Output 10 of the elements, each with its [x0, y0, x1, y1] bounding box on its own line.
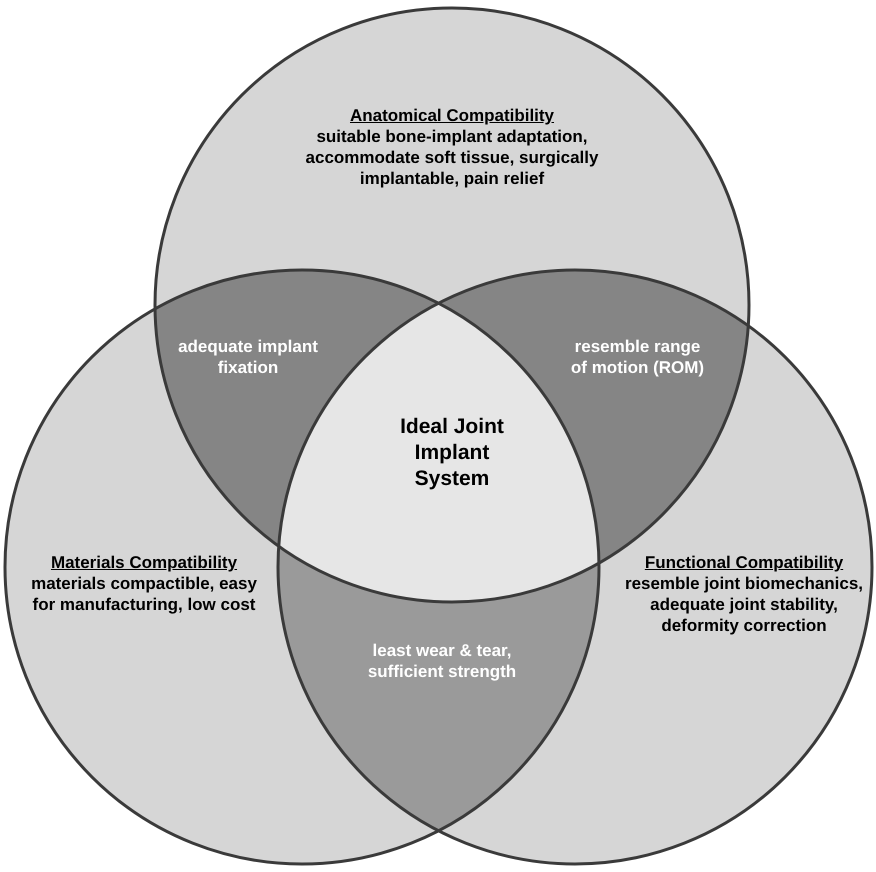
region-label: adequate implant fixation: [178, 336, 318, 378]
region-description: suitable bone-implant adaptation, accommodate soft tissue, surgically implantable, pain relief: [304, 126, 600, 189]
region-heading: Anatomical Compatibility: [348, 105, 556, 126]
region-description: materials compactible, easy for manufacturing, low cost: [30, 573, 258, 615]
region-label: least wear & tear, sufficient strength: [366, 640, 518, 682]
region-label: Ideal Joint Implant System: [399, 414, 505, 492]
region-description: resemble joint biomechanics, adequate joint stability, deformity correction: [624, 573, 864, 636]
region-label: resemble range of motion (ROM): [570, 336, 705, 378]
region-heading: Functional Compatibility: [644, 552, 844, 573]
region-heading: Materials Compatibility: [50, 552, 238, 573]
